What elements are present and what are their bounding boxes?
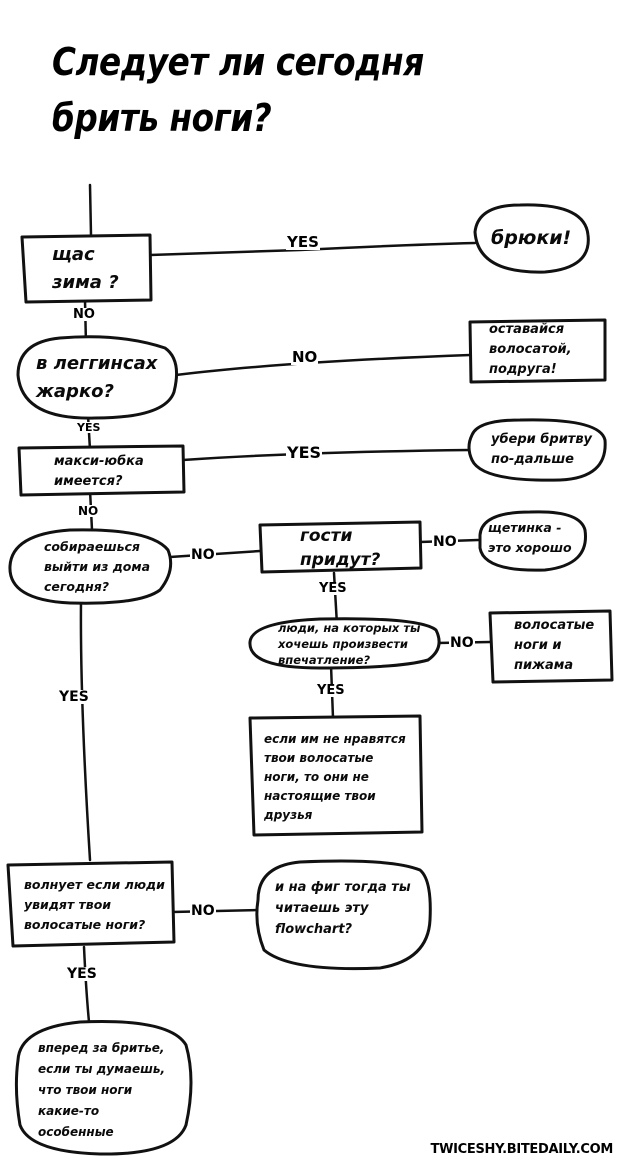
node-stay-hairy: оставайся волосатой, подруга! — [489, 322, 572, 377]
box-stay-hairy — [468, 318, 607, 384]
wire-guests-yes — [332, 571, 339, 627]
edge-label-maxi-no: NO — [77, 504, 100, 518]
node-pajamas: волосатые ноги и пижама — [514, 618, 595, 673]
node-go-shave: вперед за бритье, если ты думаешь, что т… — [38, 1041, 166, 1139]
bubble-pants — [473, 203, 590, 274]
node-impress: люди, на которых ты хочешь произвести вп… — [278, 621, 421, 667]
box-not-friends — [248, 714, 424, 837]
edge-label-going-out-no: NO — [190, 547, 216, 563]
edge-label-impress-yes: YES — [316, 683, 346, 698]
bubble-leggings — [16, 335, 178, 420]
bubble-impress — [248, 617, 441, 670]
box-care — [6, 860, 176, 948]
edge-label-maxi-yes: YES — [286, 443, 323, 462]
page-title: Следует ли сегодня брить ноги? — [52, 34, 424, 146]
edge-label-winter-no: NO — [72, 307, 96, 322]
node-winter: щас зима ? — [52, 244, 119, 293]
edge-label-leggings-no: NO — [291, 348, 319, 366]
box-maxi — [17, 444, 186, 497]
wire-start — [88, 183, 93, 237]
bubble-going-out — [8, 528, 173, 605]
bubble-go-shave — [14, 1020, 193, 1156]
wire-care-yes — [82, 945, 91, 1024]
bubble-stubble — [478, 510, 587, 572]
edge-label-guests-no: NO — [432, 534, 458, 550]
edge-label-going-out-yes: YES — [58, 689, 90, 705]
edge-label-guests-yes: YES — [318, 581, 348, 596]
bubble-why-reading — [255, 859, 432, 971]
bubble-hide-razor — [467, 418, 607, 482]
edge-label-care-yes: YES — [66, 966, 98, 982]
edge-label-care-no: NO — [190, 903, 216, 919]
title-line-1: Следует ли сегодня — [52, 40, 424, 84]
node-not-friends: если им не нравятся твои волосатые ноги,… — [264, 732, 406, 822]
node-care: волнует если люди увидят твои волосатые … — [24, 877, 165, 932]
node-pants: брюки! — [491, 227, 572, 249]
box-guests — [258, 520, 423, 574]
node-leggings-hot: в леггинсах жарко? — [36, 353, 158, 402]
node-stubble-ok: щетинка - это хорошо — [488, 520, 572, 555]
box-pajamas — [488, 609, 614, 684]
title-line-2: брить ноги? — [52, 96, 272, 140]
wire-going-out-yes — [79, 598, 92, 862]
node-maxi-skirt: макси-юбка имеется? — [54, 454, 144, 489]
source-credit: TWICESHY.BITEDAILY.COM — [430, 1142, 614, 1157]
wire-maxi-yes — [181, 448, 472, 462]
edge-label-winter-yes: YES — [286, 233, 320, 251]
edge-label-leggings-yes: YES — [76, 421, 102, 434]
node-going-out: собираешься выйти из дома сегодня? — [44, 539, 151, 594]
node-guests: гости придут? — [300, 526, 381, 570]
edge-label-impress-no: NO — [449, 635, 475, 651]
wire-leggings-no — [174, 353, 472, 377]
node-hide-razor: убери бритву по-дальше — [491, 432, 593, 467]
node-why-reading: и на фиг тогда ты читаешь эту flowchart? — [275, 880, 411, 937]
box-winter — [20, 233, 153, 304]
